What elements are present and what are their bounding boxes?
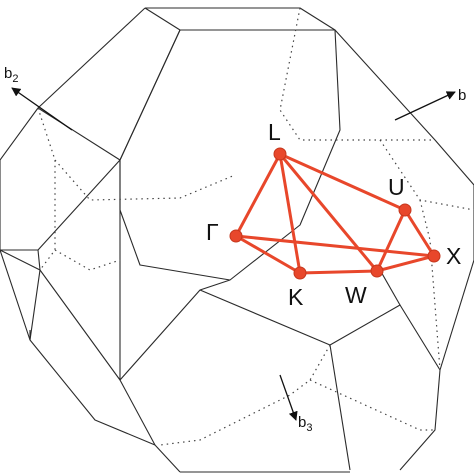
hidden-edge-left <box>37 107 56 271</box>
b3-label: b3 <box>298 414 312 434</box>
point-labels: Γ L K W U X <box>206 119 461 310</box>
bottom-center-edge-2 <box>199 289 351 471</box>
lower-left-hex-edge <box>29 269 181 473</box>
b1-label: b <box>458 87 466 104</box>
b2-label: b2 <box>4 65 18 85</box>
left-edge <box>0 249 31 341</box>
path-gamma-k <box>234 234 302 275</box>
label-w: W <box>345 282 367 308</box>
point-gamma <box>229 229 243 243</box>
path-gamma-x <box>234 234 436 258</box>
left-square-edge <box>0 160 121 381</box>
left-square-edge-2 <box>37 249 41 271</box>
top-face-edge <box>144 7 336 31</box>
hidden-edge-top <box>279 7 435 141</box>
bottom-center-edge <box>119 279 231 381</box>
b2-arrow <box>11 87 73 131</box>
b3-arrow <box>279 374 298 421</box>
hidden-edge-mid <box>54 159 236 201</box>
path-l-k <box>278 152 302 275</box>
right-inner-edge <box>379 269 401 306</box>
high-symmetry-path <box>234 152 436 275</box>
hidden-edge-lowleft <box>54 249 121 271</box>
upper-left-hex-edge <box>0 7 181 251</box>
path-gamma-l <box>234 152 282 238</box>
reciprocal-vectors: b2 b b3 <box>4 65 466 434</box>
hidden-edge-right-2 <box>419 199 441 371</box>
high-symmetry-points <box>229 147 441 280</box>
upper-left-hex-inner-edge <box>37 107 121 161</box>
point-l <box>273 147 287 161</box>
path-l-u <box>278 152 407 212</box>
point-w <box>370 264 384 278</box>
label-u: U <box>388 174 405 200</box>
right-edge <box>439 259 474 371</box>
label-gamma: Γ <box>206 219 219 245</box>
path-l-w <box>278 152 379 273</box>
point-k <box>293 266 307 280</box>
b1-arrow <box>394 91 456 121</box>
path-u-w <box>375 208 407 273</box>
upper-right-hex-edge <box>334 29 474 260</box>
hidden-edge-bottom-2 <box>309 379 435 431</box>
path-u-x <box>403 208 436 258</box>
hidden-edges <box>37 7 474 446</box>
label-x: X <box>446 243 461 269</box>
path-w-x <box>375 254 436 273</box>
lower-left-hex-inner <box>119 379 156 446</box>
label-k: K <box>288 284 304 310</box>
point-u <box>398 203 412 217</box>
point-x <box>427 249 441 263</box>
label-l: L <box>268 119 281 145</box>
path-k-w <box>298 269 379 275</box>
